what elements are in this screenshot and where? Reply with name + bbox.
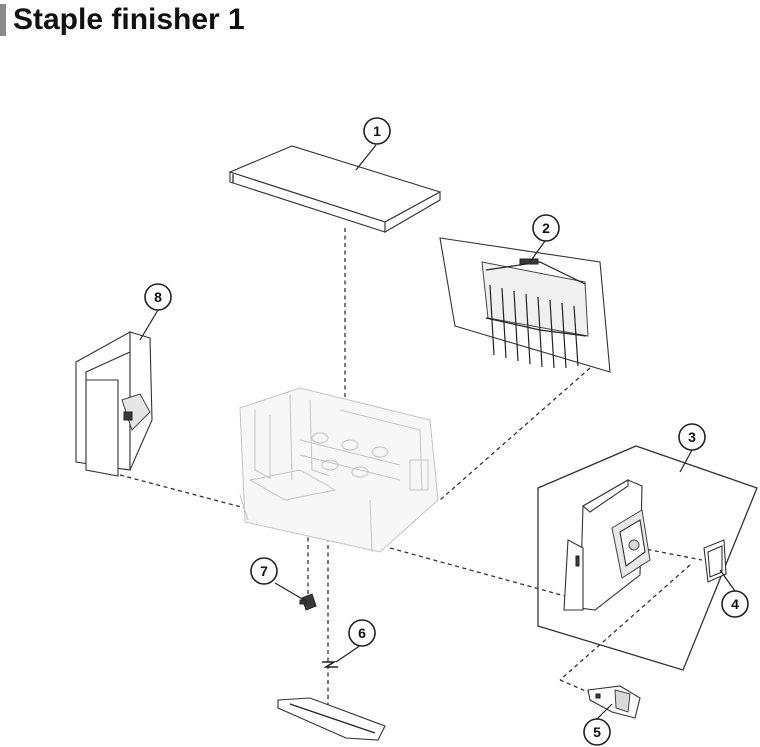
page-title: Staple finisher 1: [13, 3, 245, 36]
bottom-guide-plate: [277, 697, 386, 741]
part-5-bracket: [587, 685, 641, 719]
callout-7-label: 7: [260, 563, 268, 579]
callout-7: 7: [250, 557, 278, 585]
finisher-frame-ghost: [239, 387, 439, 553]
part-3-staple-unit: [563, 479, 651, 611]
part-7-sensor: [299, 593, 317, 611]
part-1-top-cover: [228, 145, 442, 233]
callout-4-label: 4: [731, 596, 739, 612]
callout-5-label: 5: [593, 724, 601, 740]
dashed-connection-lines: [119, 228, 703, 705]
part-4-small-cover: [703, 539, 727, 583]
callout-1: 1: [363, 117, 391, 145]
callout-8: 8: [144, 283, 172, 311]
part-8-side-cover: [75, 331, 153, 477]
callout-2-label: 2: [542, 220, 550, 236]
callout-6: 6: [348, 619, 376, 647]
callout-8-label: 8: [154, 289, 162, 305]
part-3-box-outline: [537, 445, 758, 671]
callout-6-label: 6: [358, 625, 366, 641]
callout-1-label: 1: [373, 123, 381, 139]
part-6-clip: [322, 661, 338, 668]
callout-5: 5: [583, 718, 611, 746]
callout-3-label: 3: [688, 429, 696, 445]
callout-2: 2: [532, 214, 560, 242]
title-accent-bar: [0, 4, 6, 36]
callout-leader-lines: [139, 144, 736, 720]
part-2-rear-door: [439, 237, 611, 373]
callout-4: 4: [721, 590, 749, 618]
callout-3: 3: [678, 423, 706, 451]
